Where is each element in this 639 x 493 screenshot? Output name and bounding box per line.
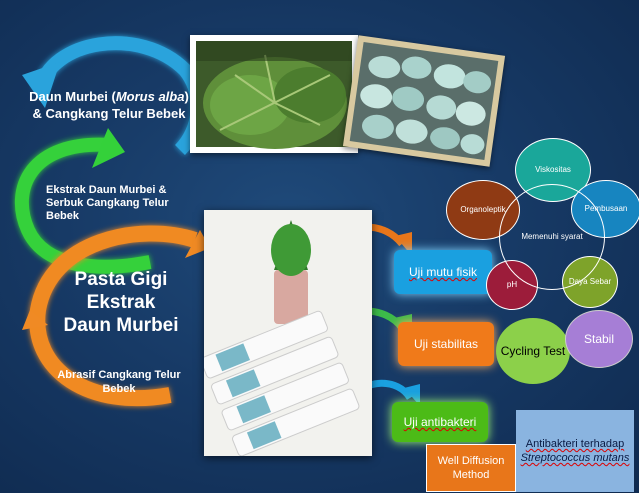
antibacterial-result-text: Antibakteri terhadap (525, 438, 625, 450)
test-mutu-fisik-label: Uji mutu fisik (408, 265, 477, 279)
test-antibakteri-box: Uji antibakteri (392, 402, 488, 442)
arrowhead-antibakteri (404, 384, 420, 406)
extract-label: Ekstrak Daun Murbei & Serbuk Cangkang Te… (46, 184, 169, 222)
antibacterial-result-box: Antibakteri terhadap Streptococcus mutan… (516, 410, 634, 492)
green-arrowhead (92, 128, 125, 168)
stabil-circle: Stabil (565, 310, 633, 368)
orange-arrowhead (22, 310, 48, 330)
duck-eggshell-photo (342, 35, 506, 167)
bacteria-name: Streptococcus mutans (520, 452, 630, 464)
abrasive-label: Abrasif Cangkang Telur Bebek (57, 369, 181, 395)
test-stabilitas-label: Uji stabilitas (413, 337, 479, 351)
orange-cycle-arrow (29, 225, 198, 407)
toothpaste-tubes-photo (204, 210, 372, 456)
raw-material-label: Daun Murbei (Morus alba) & Cangkang Telu… (29, 89, 189, 121)
test-antibakteri-label: Uji antibakteri (403, 415, 477, 429)
green-cycle-arrow (14, 137, 152, 274)
mulberry-leaf-photo (190, 35, 358, 153)
toothpaste-label: Pasta Gigi Ekstrak Daun Murbei (63, 269, 179, 336)
cycling-test-circle: Cycling Test (496, 318, 570, 384)
well-diffusion-box: Well Diffusion Method (426, 444, 516, 492)
test-stabilitas-box: Uji stabilitas (398, 322, 494, 366)
memenuhi-syarat-circle: Memenuhi syarat (499, 184, 605, 290)
orange-arrowhead-top (185, 230, 210, 258)
test-mutu-fisik-box: Uji mutu fisik (394, 250, 492, 294)
blue-arrowhead (22, 62, 60, 108)
